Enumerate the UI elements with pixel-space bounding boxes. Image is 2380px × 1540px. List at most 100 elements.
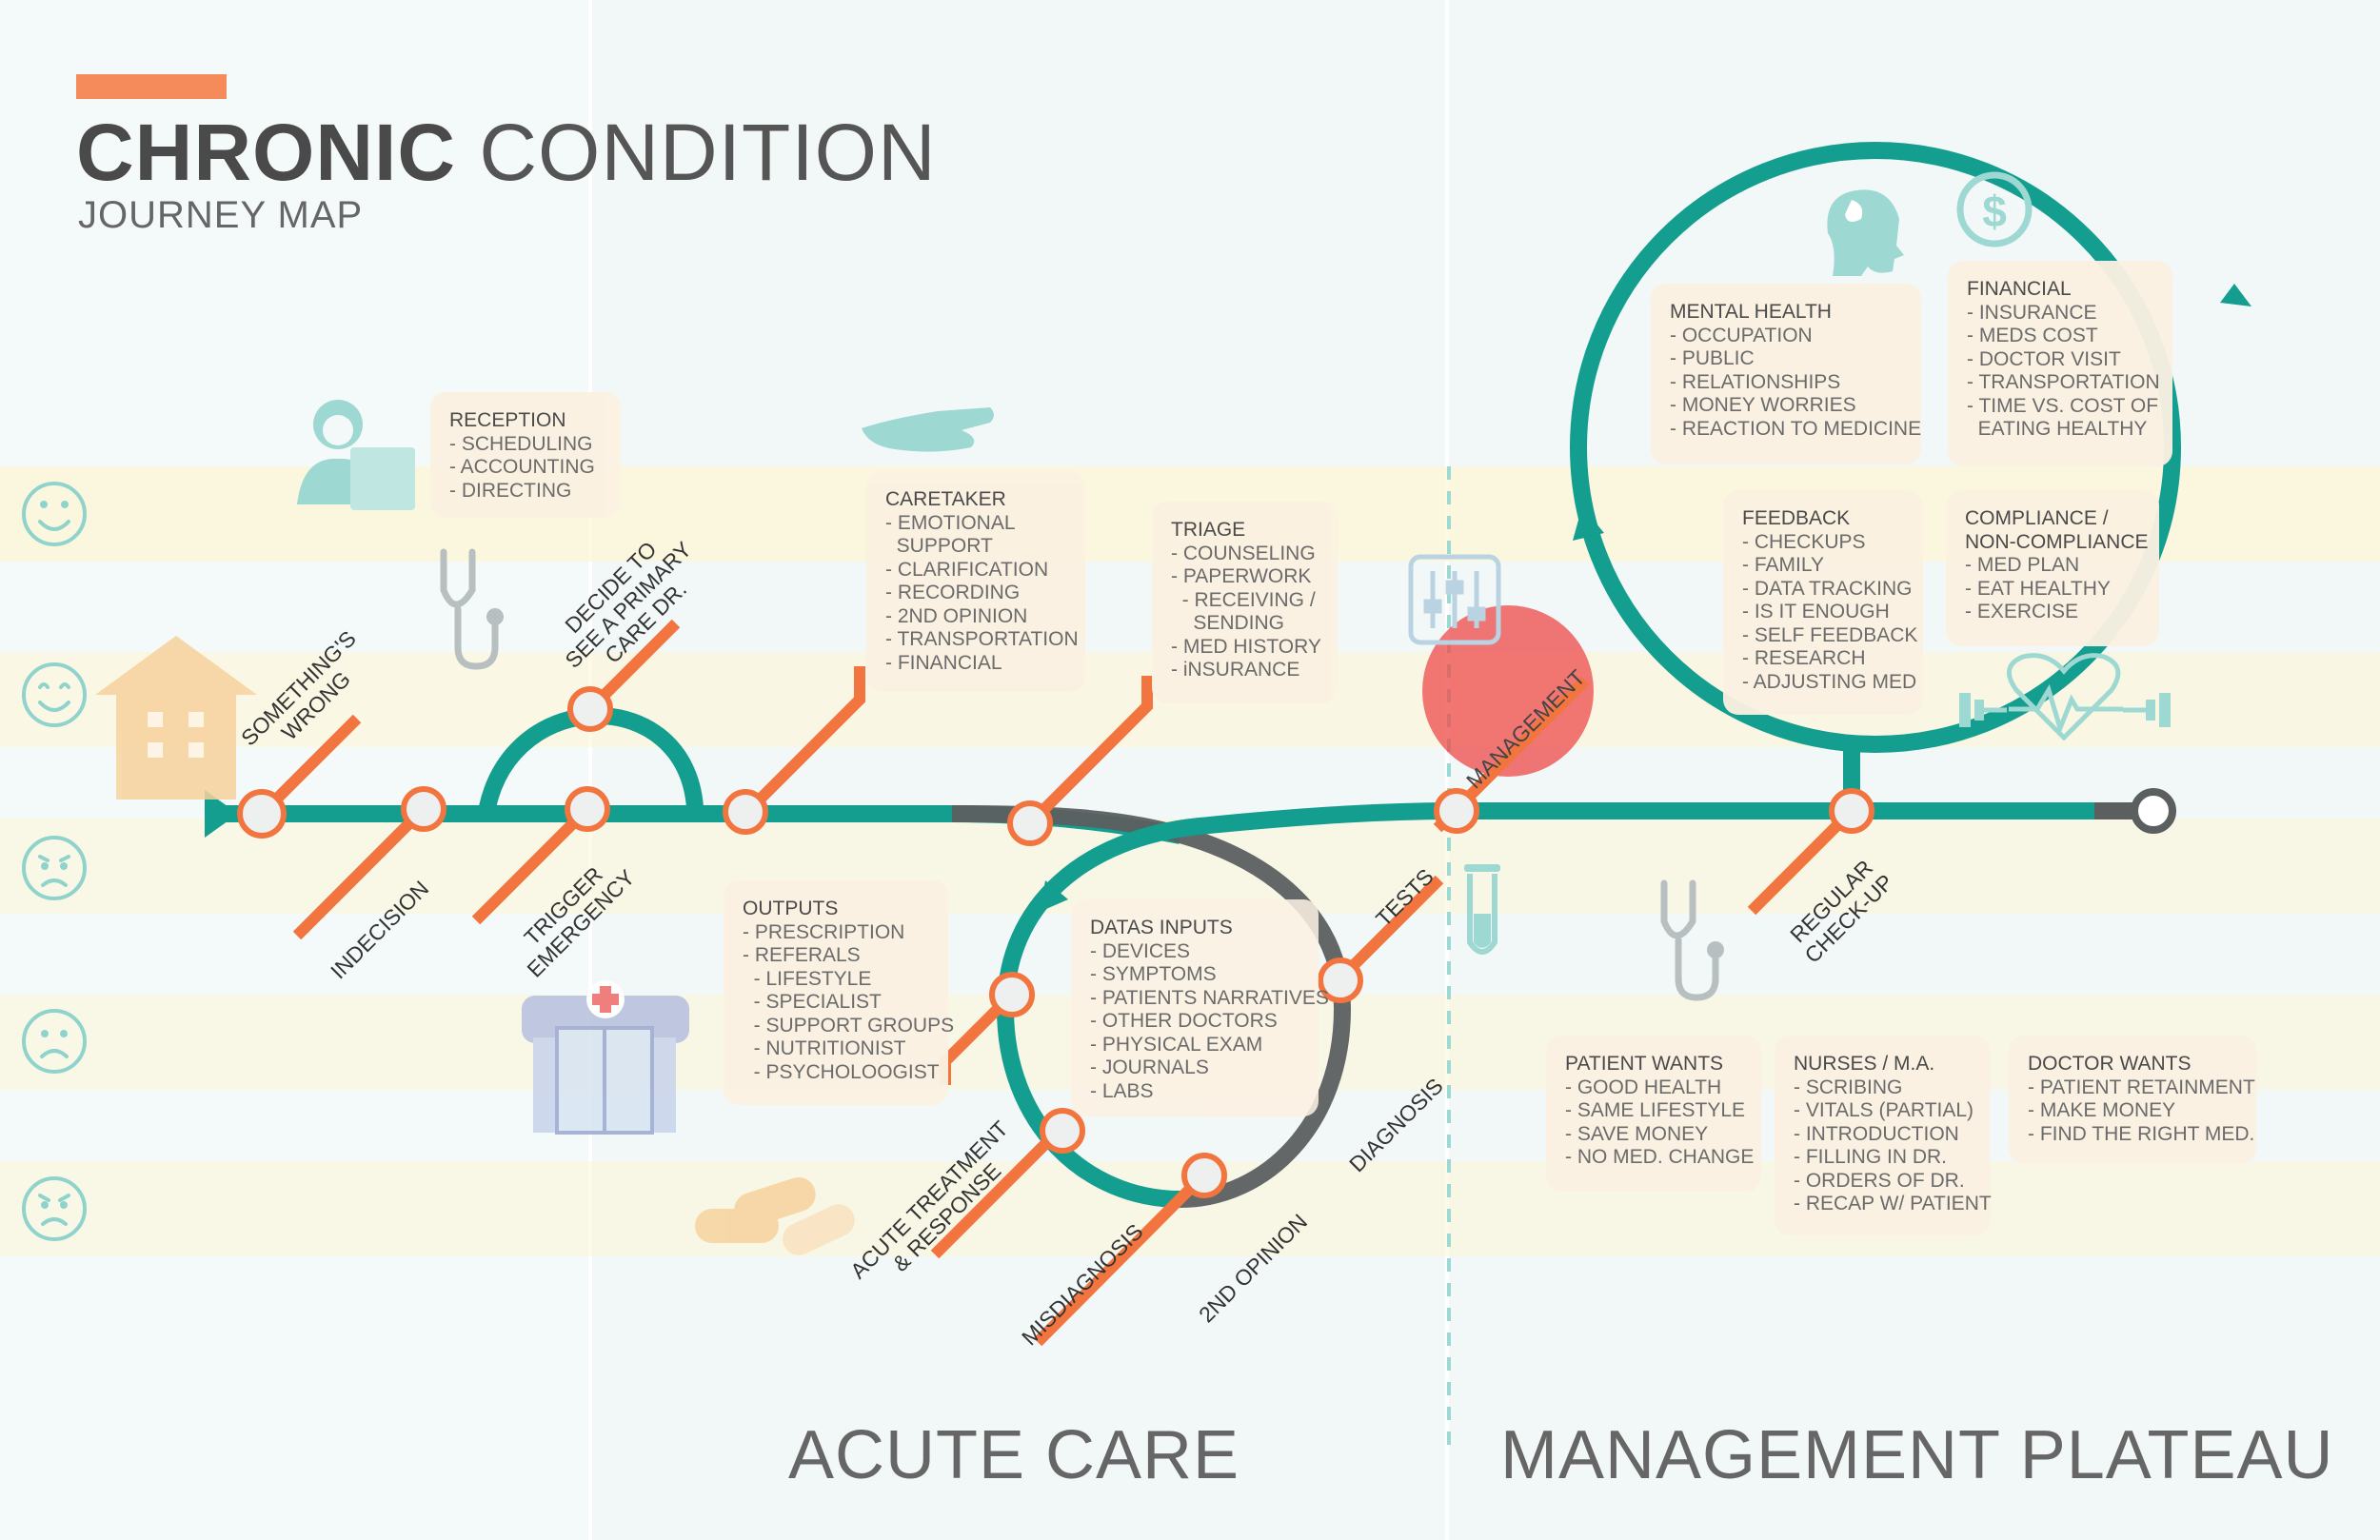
box-mental-health: MENTAL HEALTH - OCCUPATION - PUBLIC - RE…	[1651, 284, 1921, 464]
hand-icon	[862, 407, 994, 452]
box-reception: RECEPTION - SCHEDULING - ACCOUNTING - DI…	[430, 392, 621, 518]
box-item: - DEVICES	[1090, 939, 1191, 962]
box-item: - MED PLAN	[1965, 554, 2080, 576]
box-item: - RECORDING	[885, 582, 1021, 603]
box-title: FEEDBACK	[1742, 507, 1851, 529]
box-item: - DIRECTING	[449, 479, 572, 502]
box-datas-inputs: DATAS INPUTS - DEVICES - SYMPTOMS - PATI…	[1071, 899, 1329, 1116]
branch-indecision	[292, 804, 428, 940]
box-item: - SAME LIFESTYLE	[1565, 1099, 1746, 1121]
box-compliance: COMPLIANCE / NON-COMPLIANCE - MED PLAN -…	[1946, 490, 2159, 646]
box-title: RECEPTION	[449, 409, 566, 431]
stop-decide-primary	[567, 686, 613, 732]
management-cycle	[1570, 142, 2181, 753]
box-item: - OTHER DOCTORS	[1090, 1010, 1278, 1032]
heart-fitness-icon	[1959, 653, 2171, 741]
box-item: - SCHEDULING	[449, 432, 593, 455]
arrow-icon	[2220, 284, 2251, 306]
management-highlight	[1422, 605, 1594, 777]
house-icon	[95, 636, 257, 800]
stop-second-opinion	[1181, 1153, 1227, 1198]
box-item: - SYMPTOMS	[1090, 963, 1217, 985]
box-item: - ACCOUNTING	[449, 456, 595, 478]
box-title: TRIAGE	[1171, 519, 1246, 541]
box-caretaker: CARETAKER - EMOTIONAL SUPPORT - CLARIFIC…	[866, 471, 1085, 692]
box-item: - SPECIALIST	[743, 991, 882, 1013]
box-item: - COUNSELING	[1171, 542, 1316, 564]
box-item: - MEDS COST	[1967, 325, 2098, 346]
box-item: - 2ND OPINION	[885, 604, 1028, 627]
title-accent-bar	[76, 74, 227, 99]
branch-trigger-emergency	[471, 804, 592, 925]
box-item: - GOOD HEALTH	[1565, 1076, 1722, 1098]
arrow-icon	[1040, 880, 1068, 912]
box-item: - EXERCISE	[1965, 601, 2079, 622]
pills-icon	[695, 1176, 855, 1255]
box-item: - PAPERWORK	[1171, 565, 1312, 587]
box-item: - NO MED. CHANGE	[1565, 1146, 1755, 1168]
box-item: - FILLING IN DR.	[1794, 1146, 1948, 1168]
box-item: - CLARIFICATION	[885, 558, 1049, 581]
box-title: OUTPUTS	[743, 898, 839, 919]
dollar-icon: $	[1956, 171, 2033, 247]
box-item: - TRANSPORTATION	[885, 628, 1079, 650]
end-stop	[2131, 788, 2176, 834]
box-item: - MED HISTORY	[1171, 635, 1321, 658]
box-title: PATIENT WANTS	[1565, 1053, 1724, 1075]
branch-triage	[1025, 676, 1153, 828]
very-sad-icon	[22, 1176, 87, 1241]
box-triage: TRIAGE - COUNSELING - PAPERWORK - RECEIV…	[1152, 502, 1338, 703]
box-item: - EMOTIONAL	[885, 511, 1016, 534]
box-item: - JOURNALS	[1090, 1056, 1209, 1078]
branch-acute-treatment	[930, 1126, 1063, 1259]
box-patient-wants: PATIENT WANTS - GOOD HEALTH - SAME LIFES…	[1546, 1036, 1761, 1192]
box-item: - SCRIBING	[1794, 1076, 1903, 1098]
box-item: - DOCTOR VISIT	[1967, 347, 2121, 370]
box-item: - ADJUSTING MED	[1742, 670, 1917, 693]
box-doctor-wants: DOCTOR WANTS - PATIENT RETAINMENT - MAKE…	[2009, 1036, 2256, 1163]
test-tube-icon	[1464, 864, 1500, 955]
receptionist-icon	[297, 400, 415, 510]
box-item: - TIME VS. COST OF	[1967, 394, 2159, 417]
box-title: COMPLIANCE / NON-COMPLIANCE	[1965, 507, 2149, 553]
svg-text:$: $	[1982, 187, 2007, 236]
section-management-plateau: MANAGEMENT PLATEAU	[1500, 1417, 2334, 1493]
stop-triage	[1007, 800, 1053, 846]
box-item: - REACTION TO MEDICINE	[1670, 417, 1922, 440]
equalizer-icon	[1408, 554, 1501, 645]
stop-somethings-wrong	[237, 789, 287, 839]
stop-caretaker	[723, 789, 768, 835]
stop-management	[1434, 788, 1479, 834]
very-happy-icon	[22, 482, 87, 546]
box-item: - FINANCIAL	[885, 651, 1002, 674]
happy-icon	[22, 662, 87, 727]
head-icon	[1827, 189, 1904, 276]
branch-second-opinion	[1033, 1172, 1207, 1347]
box-item: - INSURANCE	[1967, 301, 2097, 324]
box-item: - PATIENTS NARRATIVES	[1090, 986, 1329, 1009]
box-item: - FIND THE RIGHT MED.	[2028, 1122, 2255, 1145]
management-plateau-panel	[1447, 0, 2380, 1540]
box-item: - EAT HEALTHY	[1965, 577, 2111, 600]
box-item: - SUPPORT GROUPS	[743, 1014, 955, 1037]
box-item: - RECAP W/ PATIENT	[1794, 1193, 1992, 1214]
box-item: EATING HEALTHY	[1967, 418, 2148, 440]
title-bold: CHRONIC	[76, 108, 456, 197]
box-item: - PSYCHOLOOGIST	[743, 1060, 940, 1083]
box-item: - RESEARCH	[1742, 647, 1866, 669]
box-outputs: OUTPUTS - PRESCRIPTION - REFERALS - LIFE…	[724, 880, 955, 1105]
box-title: DOCTOR WANTS	[2028, 1053, 2192, 1075]
box-title: CARETAKER	[885, 488, 1006, 510]
start-arrow-icon	[205, 790, 238, 838]
box-item: - MAKE MONEY	[2028, 1099, 2176, 1121]
box-item: - SELF FEEDBACK	[1742, 623, 1918, 646]
stop-tests	[1318, 958, 1363, 1003]
sad-icon	[22, 1009, 87, 1074]
acute-care-panel	[590, 0, 1447, 1540]
box-title: FINANCIAL	[1967, 278, 2072, 300]
box-title: MENTAL HEALTH	[1670, 301, 1832, 323]
box-item: - MONEY WORRIES	[1670, 394, 1856, 416]
branch-regular-checkup	[1747, 806, 1856, 916]
branch-tests	[1336, 875, 1444, 983]
